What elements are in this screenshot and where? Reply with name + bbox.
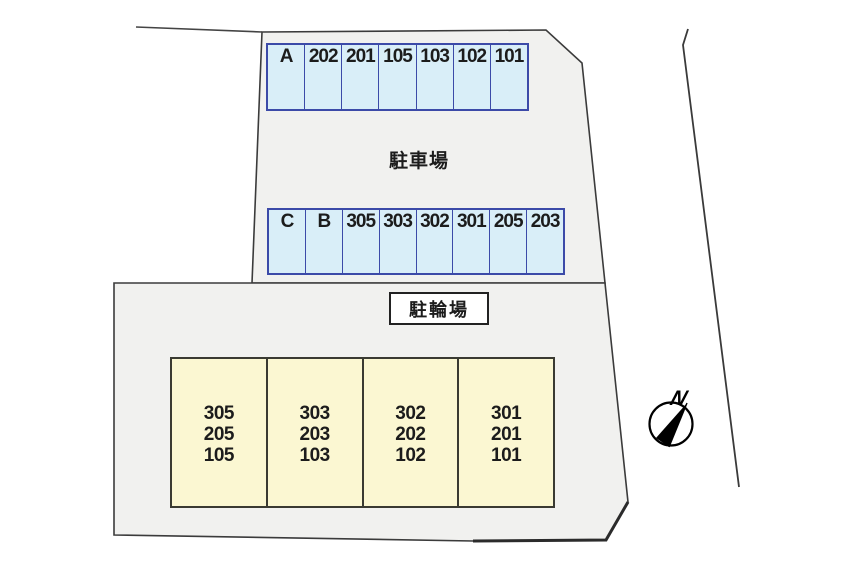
bikepark-label: 駐輪場 — [409, 299, 469, 320]
room-line: 102 — [395, 445, 426, 466]
room-cell-4: 301 201 101 — [459, 359, 553, 506]
room-cell-3: 302 202 102 — [364, 359, 460, 506]
room-line: 202 — [395, 424, 426, 445]
parking-stall-202: 202 — [305, 45, 343, 109]
carpark-label: 駐車場 — [388, 151, 449, 172]
parking-stall-203: 203 — [530, 211, 561, 232]
room-line: 203 — [299, 424, 331, 445]
parking-stall-303: 303 — [380, 210, 417, 273]
room-line: 105 — [203, 445, 235, 466]
parking-stall-102: 102 — [454, 45, 491, 109]
room-line: 305 — [203, 403, 235, 424]
room-line: 302 — [395, 403, 426, 424]
parking-stall-302: 302 — [417, 210, 454, 273]
parking-stall-a: A — [268, 45, 306, 109]
room-line: 205 — [203, 424, 235, 445]
unit-rooms-row: 305 205 105 303 203 103 302 202 102 301 … — [170, 357, 555, 508]
parking-stall-305: 305 — [343, 210, 380, 273]
bikepark-box: 駐輪場 — [389, 292, 489, 325]
parking-row-b: C B 305 303 302 301 205 203 — [267, 208, 565, 275]
boundary-line-top-left — [135, 26, 263, 33]
room-line: 303 — [299, 403, 331, 424]
road-edge-line — [682, 28, 740, 488]
parking-stall-c: C — [269, 210, 306, 273]
compass: N — [648, 386, 694, 448]
parking-stall-301: 301 — [453, 210, 491, 273]
room-cell-2: 303 203 103 — [268, 359, 364, 506]
room-line: 201 — [491, 424, 522, 445]
room-line: 101 — [491, 445, 522, 466]
room-cell-1: 305 205 105 — [172, 359, 268, 506]
compass-needle-edge — [668, 402, 688, 448]
parking-stall-205: 205 — [490, 210, 528, 273]
boundary-segment-bottom-right — [472, 501, 630, 543]
parking-stall-201: 201 — [342, 45, 380, 109]
parking-stall-101: 101 — [494, 46, 525, 67]
parking-stall-103: 103 — [417, 45, 454, 109]
parking-stall-105: 105 — [379, 45, 417, 109]
compass-needle — [656, 403, 687, 447]
room-line: 103 — [299, 445, 331, 466]
parking-row-a: A 202 201 105 103 102 101 — [266, 43, 529, 111]
room-line: 301 — [491, 403, 522, 424]
compass-north-label: N — [667, 386, 690, 409]
parking-stall-b: B — [306, 210, 343, 273]
